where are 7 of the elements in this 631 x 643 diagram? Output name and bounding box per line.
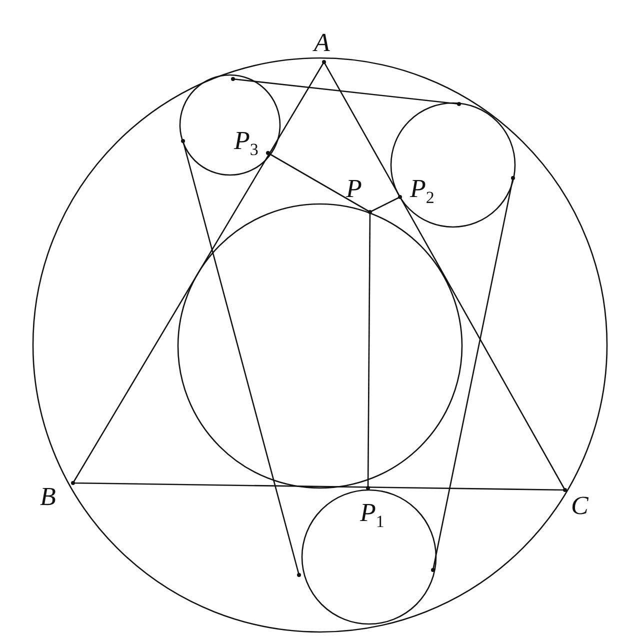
point-label: B — [40, 484, 56, 510]
point-label: C — [571, 493, 588, 519]
point-label: P$_{1}$ — [360, 500, 384, 526]
point-label: A — [314, 30, 330, 56]
point-label: P$_{3}$ — [234, 128, 258, 154]
point-label: P$_{2}$ — [410, 176, 434, 202]
point-label: P — [346, 176, 362, 202]
